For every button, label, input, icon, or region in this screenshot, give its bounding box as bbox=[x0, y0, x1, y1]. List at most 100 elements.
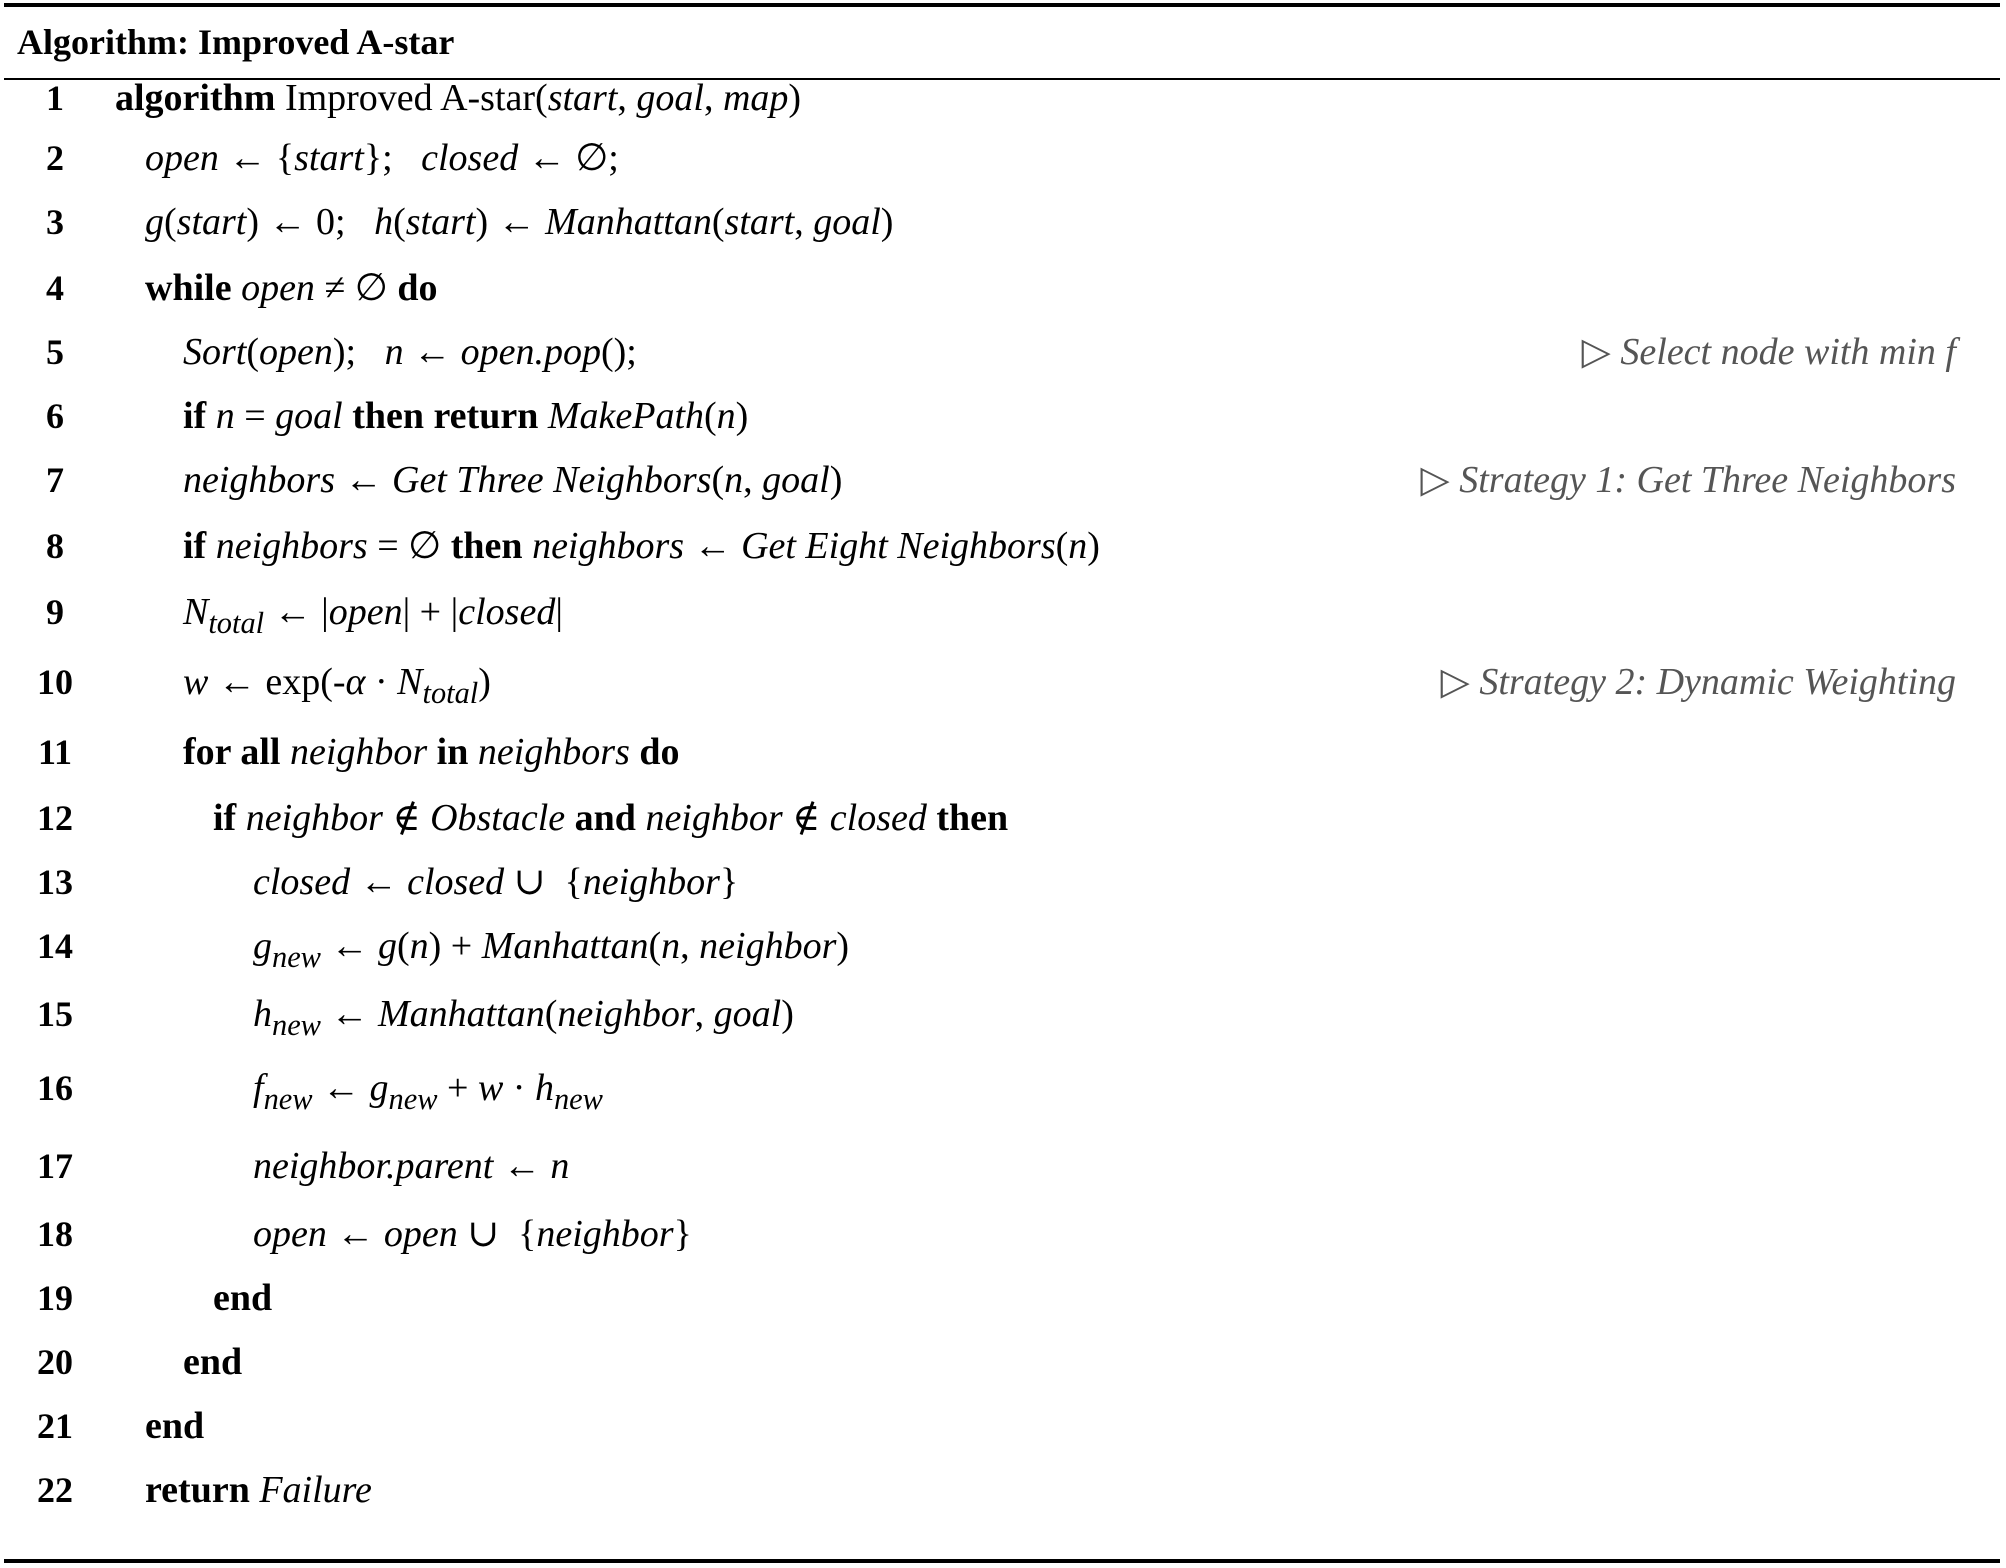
code-token: open.pop bbox=[460, 331, 601, 373]
line-number: 6 bbox=[46, 396, 64, 436]
code-token: ( bbox=[1055, 525, 1069, 567]
line-code: end bbox=[183, 1332, 242, 1392]
code-token: goal bbox=[762, 459, 830, 501]
code-token: neighbors bbox=[183, 459, 335, 501]
algorithm-line-22: 22 return Failure bbox=[0, 1460, 2006, 1520]
algorithm-line-6: 6 if n = goal then return MakePath(n) bbox=[0, 386, 2006, 446]
code-token: Manhattan bbox=[481, 925, 649, 967]
code-token: ∉ bbox=[382, 797, 431, 839]
code-token: ( bbox=[648, 925, 662, 967]
code-token: ( bbox=[246, 331, 260, 373]
code-token: ) bbox=[788, 77, 802, 119]
line-code: if neighbors = ∅ then neighbors ← Get Ei… bbox=[183, 516, 1100, 576]
code-token: Manhattan bbox=[377, 993, 545, 1035]
line-number: 11 bbox=[37, 732, 72, 772]
code-token: , bbox=[703, 77, 723, 119]
code-token: ≠ ∅ bbox=[314, 267, 398, 309]
code-token: n bbox=[716, 395, 736, 437]
code-token: neighbors bbox=[215, 525, 368, 567]
code-token: N bbox=[397, 661, 423, 703]
line-code: Ntotal ← |open| + |closed| bbox=[183, 582, 563, 642]
code-token: Improved A-star( bbox=[275, 77, 548, 119]
line-code: fnew ← gnew + w · hnew bbox=[253, 1058, 603, 1118]
code-token bbox=[636, 797, 646, 839]
line-code: end bbox=[145, 1396, 204, 1456]
comment-text: Strategy 2: Dynamic Weighting bbox=[1479, 661, 1956, 703]
code-token: Manhattan bbox=[545, 201, 712, 243]
code-token: start bbox=[724, 201, 795, 243]
line-number: 19 bbox=[37, 1278, 73, 1318]
code-token: ) bbox=[880, 201, 894, 243]
code-token: closed bbox=[829, 797, 927, 839]
line-code: algorithm Improved A-star(start, goal, m… bbox=[115, 68, 801, 128]
keyword: do bbox=[639, 731, 680, 773]
code-token: neighbor bbox=[582, 861, 720, 903]
code-token: ∪ { bbox=[504, 861, 583, 903]
subscript: new bbox=[388, 1082, 438, 1117]
line-number: 14 bbox=[37, 926, 73, 966]
line-code: closed ← closed ∪ {neighbor} bbox=[253, 852, 738, 912]
code-token: f bbox=[253, 1067, 264, 1109]
code-token: · bbox=[365, 661, 398, 703]
keyword: if bbox=[183, 525, 207, 567]
comment-triangle-icon: ▷ bbox=[1420, 459, 1460, 501]
code-token: g bbox=[253, 925, 272, 967]
keyword: and bbox=[574, 797, 636, 839]
code-token bbox=[468, 731, 478, 773]
line-code: Sort(open); n ← open.pop(); bbox=[183, 322, 637, 382]
code-token: n bbox=[384, 331, 404, 373]
line-number: 8 bbox=[46, 526, 64, 566]
code-token: n bbox=[409, 925, 429, 967]
code-token: α bbox=[345, 661, 366, 703]
keyword: then bbox=[936, 797, 1009, 839]
code-token: ← bbox=[320, 993, 378, 1035]
code-token: w bbox=[183, 661, 209, 703]
line-comment: ▷ Strategy 1: Get Three Neighbors bbox=[1421, 450, 1956, 510]
line-number: 22 bbox=[37, 1470, 73, 1510]
code-token: neighbors bbox=[532, 525, 685, 567]
code-token: neighbor bbox=[699, 925, 837, 967]
comment-triangle-icon: ▷ bbox=[1581, 331, 1621, 373]
code-token: closed bbox=[421, 137, 519, 179]
code-token: ) bbox=[829, 459, 843, 501]
bottom-rule bbox=[4, 1559, 2000, 1563]
code-token: ( bbox=[704, 395, 717, 437]
code-token: ← bbox=[403, 331, 461, 373]
code-token: ← ∅; bbox=[518, 137, 619, 179]
keyword: then bbox=[450, 525, 523, 567]
code-token: } bbox=[719, 861, 739, 903]
comment-text: Select node with min f bbox=[1620, 331, 1956, 373]
code-token: goal bbox=[713, 993, 782, 1035]
code-token: ← { bbox=[218, 137, 295, 179]
keyword: while bbox=[145, 267, 232, 309]
code-token: g bbox=[145, 201, 164, 243]
subscript: new bbox=[272, 1008, 321, 1043]
code-token bbox=[523, 525, 533, 567]
line-code: g(start) ← 0; h(start) ← Manhattan(start… bbox=[145, 192, 893, 252]
line-code: neighbor.parent ← n bbox=[253, 1136, 569, 1196]
code-token: ( bbox=[393, 201, 406, 243]
subscript: new bbox=[263, 1082, 313, 1117]
line-number: 5 bbox=[46, 332, 64, 372]
line-code: if n = goal then return MakePath(n) bbox=[183, 386, 748, 446]
line-code: w ← exp(-α · Ntotal) bbox=[183, 652, 491, 712]
keyword: end bbox=[213, 1277, 273, 1319]
line-number: 7 bbox=[46, 460, 64, 500]
code-token: = ∅ bbox=[367, 525, 451, 567]
keyword: in bbox=[436, 731, 469, 773]
code-token: h bbox=[534, 1067, 554, 1109]
line-code: gnew ← g(n) + Manhattan(n, neighbor) bbox=[253, 916, 849, 976]
code-token bbox=[236, 797, 246, 839]
code-token: neighbor bbox=[245, 797, 383, 839]
subscript: new bbox=[553, 1082, 603, 1117]
code-token: + bbox=[437, 1067, 478, 1109]
code-token: }; bbox=[363, 137, 422, 179]
line-number: 15 bbox=[37, 994, 73, 1034]
line-code: return Failure bbox=[145, 1460, 372, 1520]
code-token bbox=[280, 731, 290, 773]
code-token: ) bbox=[836, 925, 850, 967]
